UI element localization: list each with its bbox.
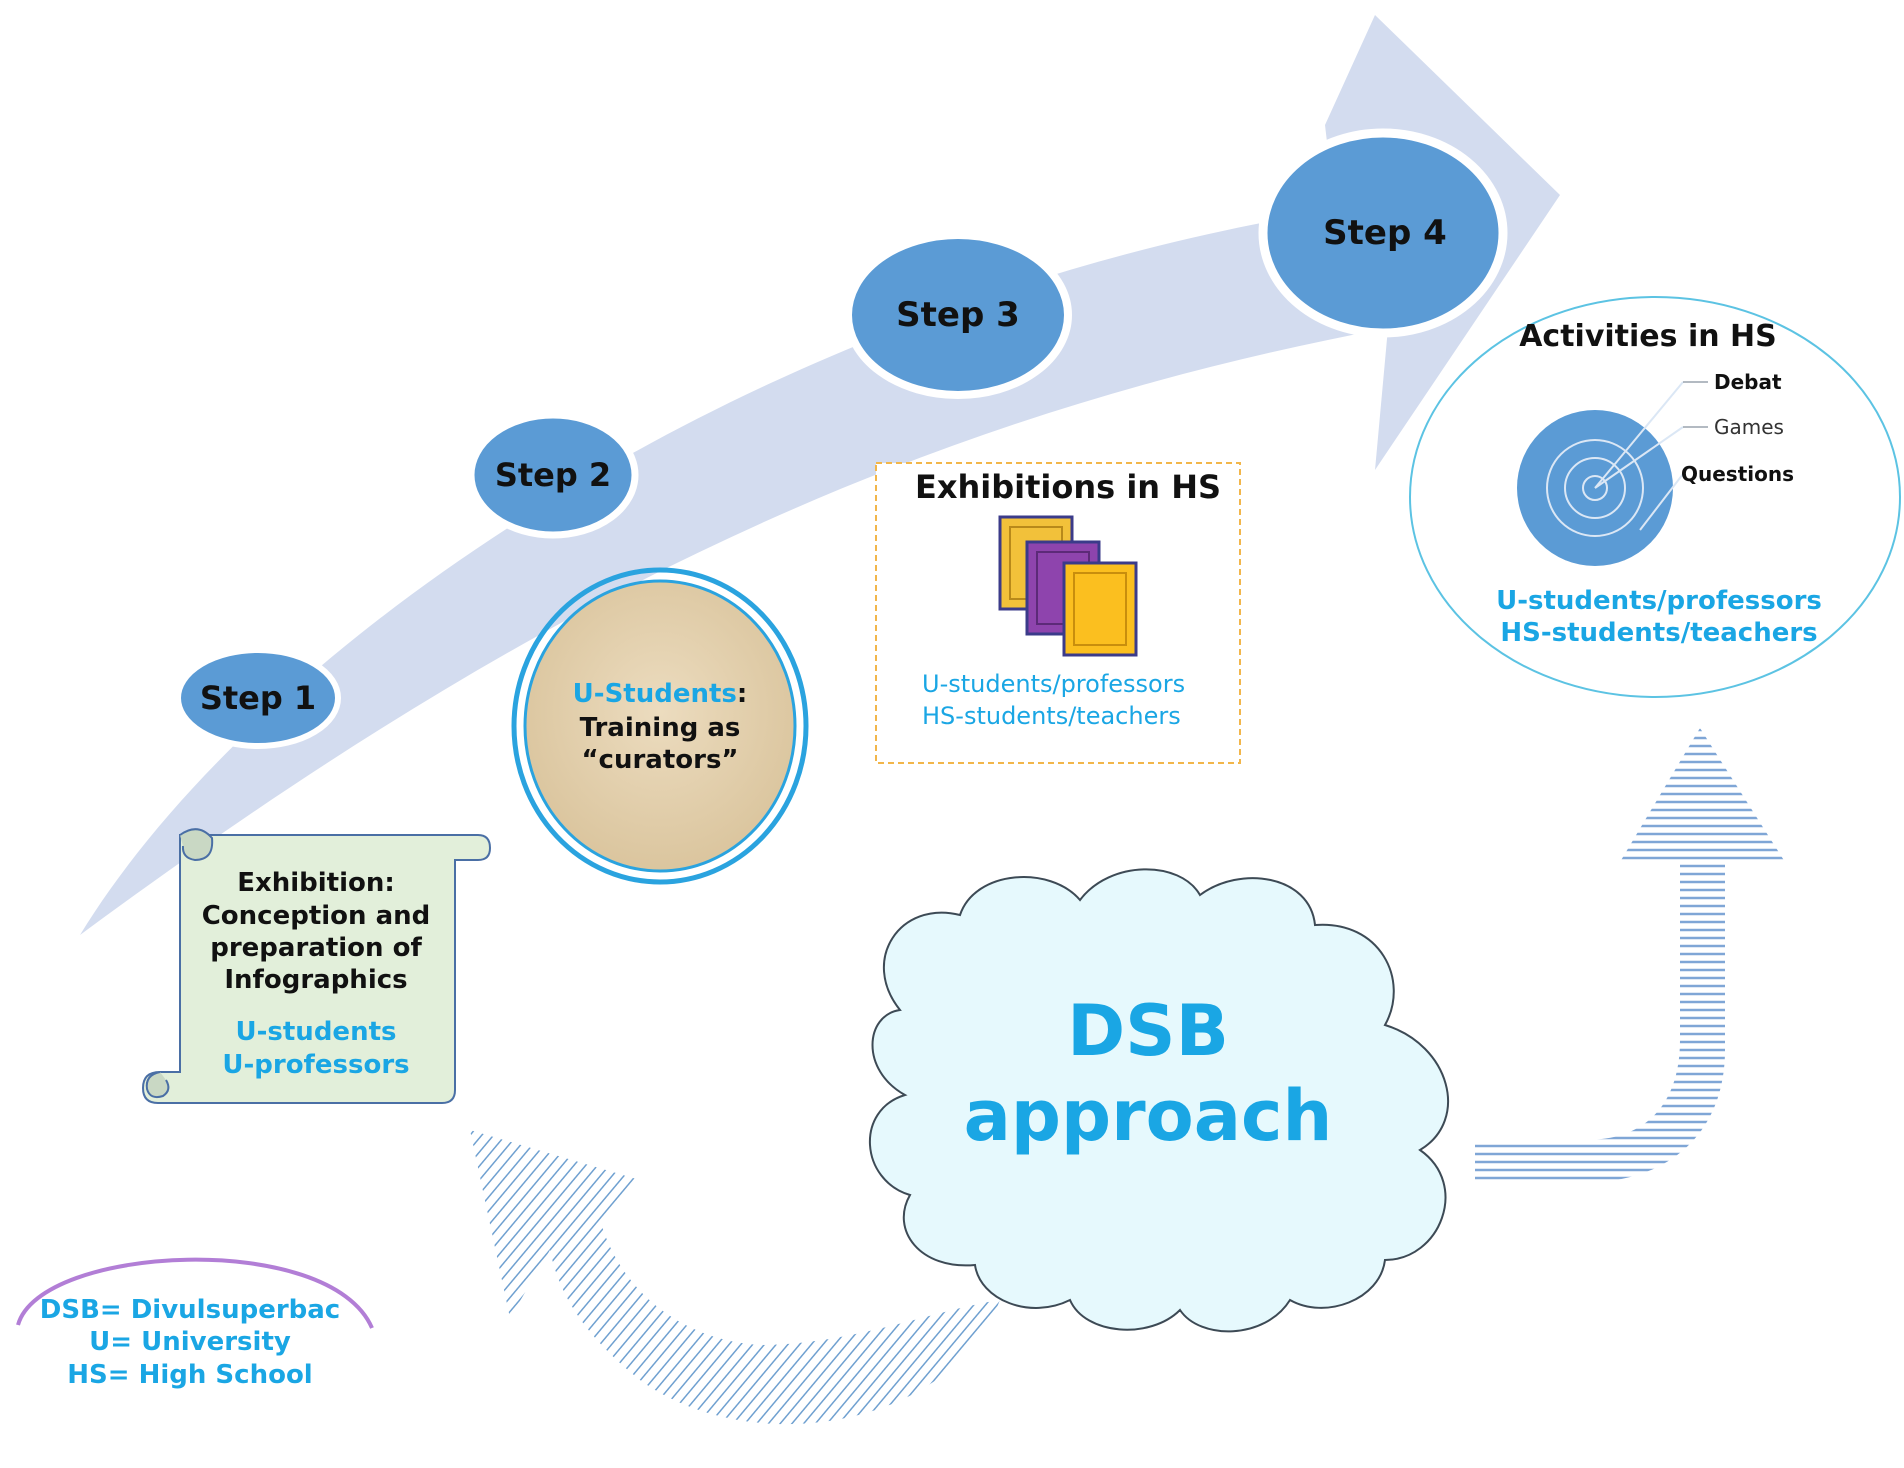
target-label-games: Games <box>1714 415 1784 439</box>
feedback-arrow-left <box>470 1130 1000 1425</box>
step-1-oval: Step 1 <box>175 647 341 749</box>
exhibitions-participant-2: HS-students/teachers <box>922 702 1181 730</box>
up-arrow-right <box>1475 728 1785 1182</box>
scroll-participant-1: U-students <box>236 1017 397 1047</box>
training-line-1: Training as <box>580 713 741 743</box>
training-colon: : <box>737 679 747 709</box>
svg-text:U-Students:: U-Students: <box>573 679 748 709</box>
legend-line-3: HS= High School <box>67 1360 312 1390</box>
step-3-label: Step 3 <box>896 295 1020 335</box>
step-4-oval: Step 4 <box>1258 128 1508 338</box>
step-2-training-circle: U-Students: Training as “curators” <box>511 567 809 885</box>
step-2-label: Step 2 <box>495 456 611 494</box>
activities-participant-2: HS-students/teachers <box>1500 618 1817 648</box>
step-3-exhibitions-box: Exhibitions in HS U-students/professors … <box>875 462 1241 764</box>
scroll-participant-2: U-professors <box>222 1050 409 1080</box>
step-1-scroll: Exhibition: Conception and preparation o… <box>141 828 492 1104</box>
progress-arrow <box>80 15 1560 935</box>
step-4-label: Step 4 <box>1323 213 1447 253</box>
step-2-oval: Step 2 <box>467 411 639 539</box>
activities-participant-1: U-students/professors <box>1496 586 1822 616</box>
legend-line-2: U= University <box>89 1327 291 1357</box>
cloud-line-1: DSB <box>1067 990 1229 1072</box>
legend: DSB= Divulsuperbac U= University HS= Hig… <box>16 1257 374 1390</box>
activities-title: Activities in HS <box>1519 319 1777 354</box>
training-line-2: “curators” <box>581 745 738 775</box>
training-highlight: U-Students <box>573 679 737 709</box>
target-icon <box>1517 381 1708 566</box>
exhibitions-participant-1: U-students/professors <box>922 670 1185 698</box>
step-3-oval: Step 3 <box>844 231 1072 399</box>
scroll-title-line-3: preparation of <box>210 933 422 963</box>
legend-line-1: DSB= Divulsuperbac <box>40 1295 340 1325</box>
step-4-activities-circle: Activities in HS Debat Games Questions U… <box>1409 296 1901 698</box>
exhibitions-title: Exhibitions in HS <box>915 468 1221 506</box>
step-1-label: Step 1 <box>200 679 316 717</box>
scroll-title-line-1: Exhibition: <box>237 868 395 898</box>
target-label-debat: Debat <box>1714 370 1782 394</box>
target-label-questions: Questions <box>1681 462 1794 486</box>
dsb-approach-cloud: DSB approach <box>869 868 1449 1333</box>
legend-arc <box>16 1257 374 1329</box>
scroll-title-line-4: Infographics <box>224 965 407 995</box>
cloud-line-2: approach <box>964 1075 1333 1157</box>
scroll-title-line-2: Conception and <box>202 901 431 931</box>
documents-icon <box>998 515 1138 657</box>
